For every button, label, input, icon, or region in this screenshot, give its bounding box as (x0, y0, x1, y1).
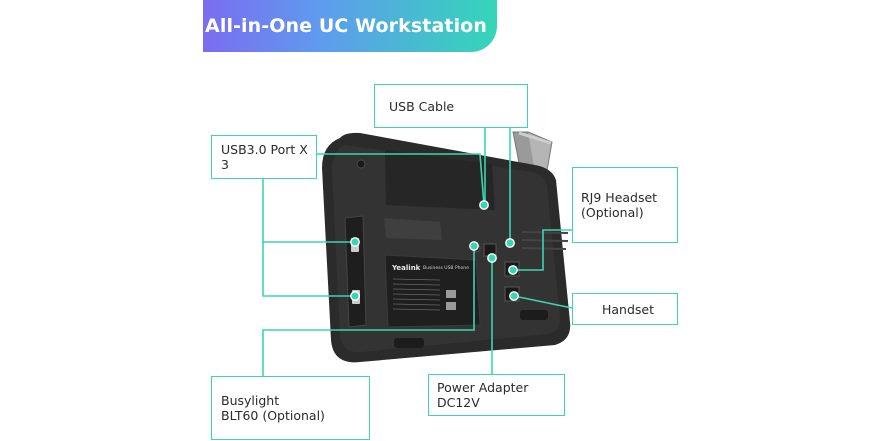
busylight-label: Busylight BLT60 (Optional) (221, 393, 325, 423)
rj9-headset-label: RJ9 Headset (Optional) (581, 190, 658, 220)
device-brand-label: Yealink (391, 264, 421, 272)
callout-rj9-headset: RJ9 Headset (Optional) (572, 167, 678, 243)
callout-usb-cable: USB Cable (374, 84, 528, 128)
usb-cable-label: USB Cable (389, 98, 455, 114)
device-model-label: Business USB Phone (423, 265, 469, 271)
callout-power-adapter: Power Adapter DC12V (428, 374, 565, 416)
phone-body: Yealink Business USB Phone (322, 132, 571, 363)
banner-title: All-in-One UC Workstation (205, 15, 487, 37)
callout-usb3-port: USB3.0 Port X 3 (211, 135, 317, 179)
callout-lines (262, 128, 573, 376)
handset-label: Handset (602, 301, 655, 317)
callout-handset: Handset (572, 293, 678, 325)
callout-busylight: Busylight BLT60 (Optional) (211, 376, 370, 440)
usb3-port-label: USB3.0 Port X 3 (221, 142, 308, 172)
power-adapter-label: Power Adapter DC12V (437, 380, 529, 410)
title-banner: All-in-One UC Workstation (203, 0, 497, 52)
callout-dots (350, 200, 519, 301)
